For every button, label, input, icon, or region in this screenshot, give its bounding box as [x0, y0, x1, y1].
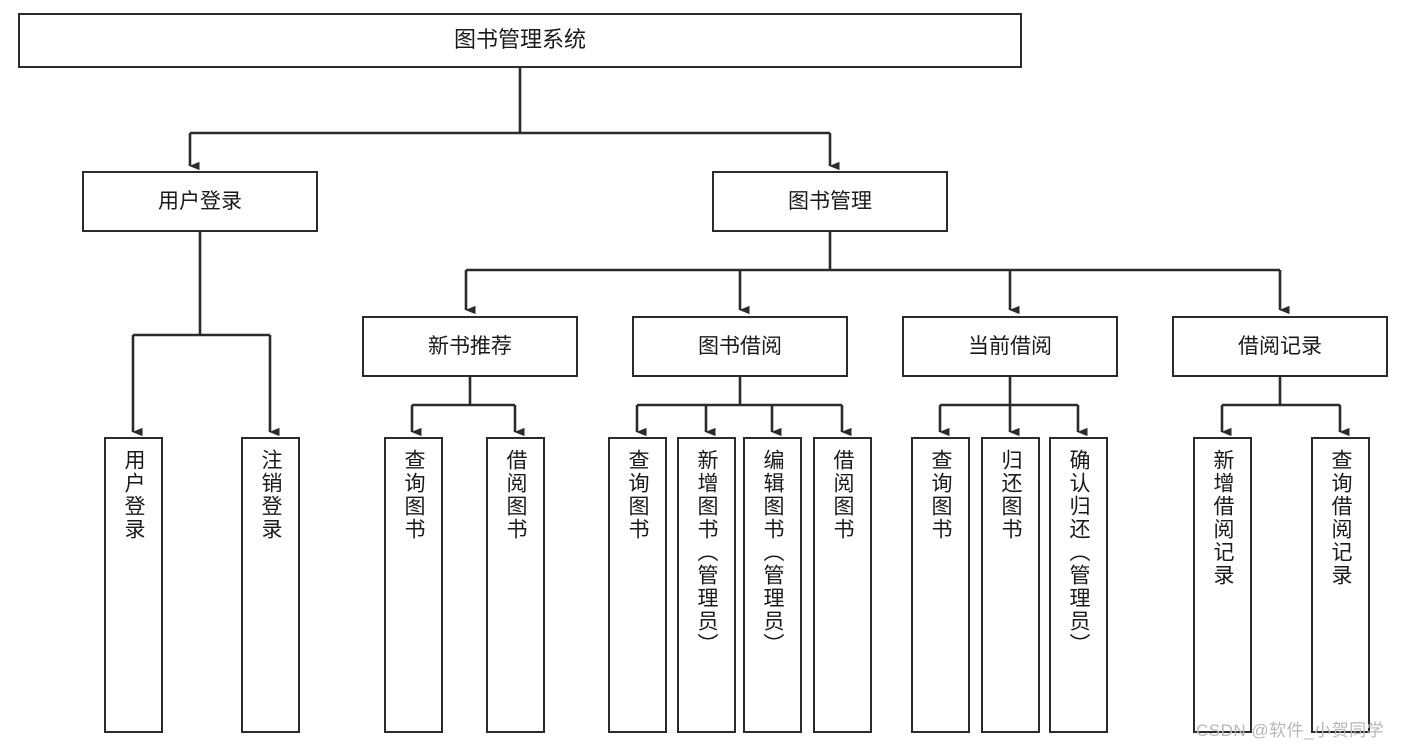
leaf-user-login[interactable]: 用户登录	[104, 437, 163, 733]
node-current-borrow[interactable]: 当前借阅	[902, 316, 1118, 377]
node-label: 查询图书	[929, 449, 952, 541]
leaf-user-logout[interactable]: 注销登录	[241, 437, 300, 733]
leaf-current-return-book[interactable]: 归还图书	[981, 437, 1040, 733]
node-label: 查询借阅记录	[1329, 449, 1352, 587]
node-new-book-recommend[interactable]: 新书推荐	[362, 316, 578, 377]
watermark-text: CSDN @软件_小贺同学	[1196, 721, 1385, 740]
node-label: 图书管理	[788, 189, 872, 213]
node-book-borrow[interactable]: 图书借阅	[632, 316, 848, 377]
leaf-current-query-book[interactable]: 查询图书	[911, 437, 970, 733]
node-label: 编辑图书（管理员）	[761, 449, 784, 656]
node-label: 注销登录	[259, 449, 282, 541]
node-label: 借阅图书	[504, 449, 527, 541]
node-label: 查询图书	[626, 449, 649, 541]
node-label: 归还图书	[999, 449, 1022, 541]
leaf-borrow-add-book-admin[interactable]: 新增图书（管理员）	[677, 437, 736, 733]
node-label: 查询图书	[402, 449, 425, 541]
node-label: 借阅记录	[1238, 334, 1322, 358]
node-label: 当前借阅	[968, 334, 1052, 358]
node-label: 新书推荐	[428, 334, 512, 358]
node-label: 新增图书（管理员）	[695, 449, 718, 656]
leaf-borrow-query-book[interactable]: 查询图书	[608, 437, 667, 733]
leaf-record-add-borrow-record[interactable]: 新增借阅记录	[1193, 437, 1252, 733]
leaf-borrow-edit-book-admin[interactable]: 编辑图书（管理员）	[743, 437, 802, 733]
node-label: 确认归还（管理员）	[1067, 449, 1090, 656]
node-root-system[interactable]: 图书管理系统	[18, 13, 1022, 68]
node-label: 图书借阅	[698, 334, 782, 358]
node-label: 新增借阅记录	[1211, 449, 1234, 587]
leaf-current-confirm-return-admin[interactable]: 确认归还（管理员）	[1049, 437, 1108, 733]
node-book-management[interactable]: 图书管理	[712, 171, 948, 232]
node-label: 用户登录	[122, 449, 145, 541]
node-label: 借阅图书	[831, 449, 854, 541]
node-label: 用户登录	[158, 189, 242, 213]
node-user-login[interactable]: 用户登录	[82, 171, 318, 232]
leaf-recommend-borrow-book[interactable]: 借阅图书	[486, 437, 545, 733]
node-label: 图书管理系统	[453, 27, 586, 53]
leaf-borrow-borrow-book[interactable]: 借阅图书	[813, 437, 872, 733]
leaf-recommend-query-book[interactable]: 查询图书	[384, 437, 443, 733]
leaf-record-query-borrow-record[interactable]: 查询借阅记录	[1311, 437, 1370, 733]
node-borrow-record[interactable]: 借阅记录	[1172, 316, 1388, 377]
